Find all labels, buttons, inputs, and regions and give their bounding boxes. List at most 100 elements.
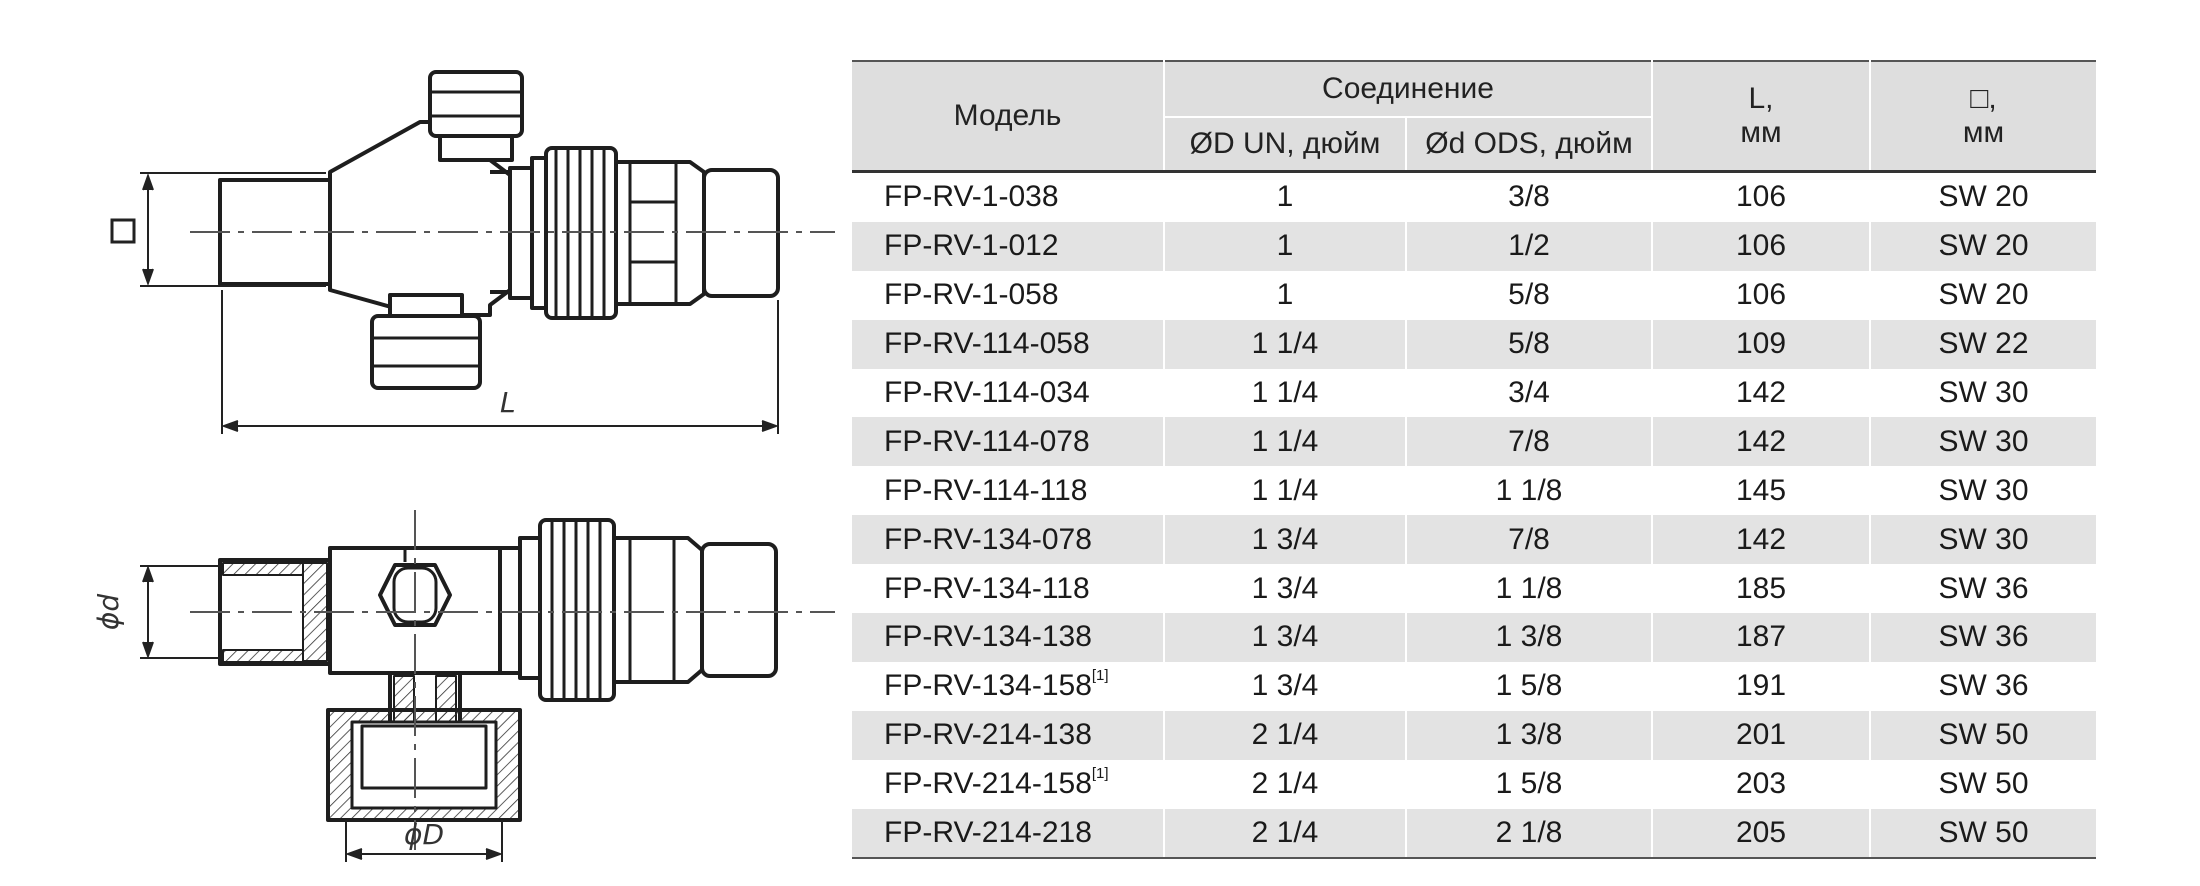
header-ods: Ød ODS, дюйм — [1406, 116, 1653, 173]
cell-un: 1 1/4 — [1164, 466, 1407, 516]
cell-un: 1 1/4 — [1164, 368, 1407, 418]
cell-model: FP-RV-114-118 — [852, 466, 1165, 516]
cell-ods: 1 3/8 — [1406, 613, 1653, 662]
cell-length: 201 — [1652, 710, 1871, 760]
cell-ods: 1 1/8 — [1406, 466, 1653, 516]
cell-size: SW 30 — [1870, 417, 2096, 467]
cell-length: 145 — [1652, 466, 1871, 516]
cell-size: SW 30 — [1870, 515, 2096, 565]
cell-length: 191 — [1652, 661, 1871, 711]
cell-model: FP-RV-134-078 — [852, 515, 1165, 565]
header-model: Модель — [852, 60, 1165, 173]
cell-un: 1 3/4 — [1164, 564, 1407, 614]
cell-model: FP-RV-214-158[1] — [852, 759, 1165, 809]
cell-model: FP-RV-134-118 — [852, 564, 1165, 614]
cell-ods: 7/8 — [1406, 515, 1653, 565]
cell-ods: 7/8 — [1406, 417, 1653, 467]
cell-ods: 1 5/8 — [1406, 661, 1653, 711]
technical-drawing: L — [92, 70, 835, 862]
cell-model: FP-RV-114-034 — [852, 368, 1165, 418]
cell-size: SW 20 — [1938, 278, 2029, 312]
cell-model: FP-RV-214-218 — [852, 808, 1165, 860]
header-length: L,мм — [1652, 60, 1871, 173]
cell-un: 1 3/4 — [1164, 613, 1407, 662]
cell-length: 205 — [1652, 808, 1871, 860]
cell-ods: 1 1/8 — [1406, 564, 1653, 614]
cell-model: FP-RV-134-158[1] — [852, 661, 1165, 711]
cell-size: SW 50 — [1870, 710, 2096, 760]
header-un: ØD UN, дюйм — [1164, 116, 1407, 173]
top-nut-upper — [428, 70, 524, 138]
cell-ods: 3/8 — [1406, 171, 1653, 222]
cell-length: 109 — [1652, 319, 1871, 369]
cell-length: 142 — [1652, 417, 1871, 467]
cell-size: SW 22 — [1870, 319, 2096, 369]
cell-model: FP-RV-214-138 — [852, 710, 1165, 760]
cell-un: 2 1/4 — [1164, 808, 1407, 860]
top-nut-lower — [370, 314, 482, 390]
cell-un: 1 3/4 — [1164, 661, 1407, 711]
cell-ods: 5/8 — [1406, 270, 1653, 320]
cell-model: FP-RV-134-138 — [852, 613, 1165, 662]
cell-size: SW 50 — [1870, 808, 2096, 860]
section-hex-body — [612, 536, 704, 684]
footnote-marker: [1] — [1091, 765, 1109, 783]
spec-table: Модель Соединение L,мм □,мм ØD UN, дюйм … — [852, 60, 2096, 860]
cell-ods: 2 1/8 — [1406, 808, 1653, 860]
cell-length: 142 — [1652, 368, 1871, 418]
cell-un: 1 — [1164, 270, 1407, 320]
cell-size: SW 20 — [1938, 180, 2029, 214]
cell-size: SW 36 — [1938, 669, 2029, 703]
cell-un: 1 1/4 — [1164, 319, 1407, 369]
cell-size: SW 30 — [1938, 473, 2029, 507]
cell-length: 106 — [1652, 171, 1871, 222]
cell-size: SW 36 — [1870, 613, 2096, 662]
header-connection: Соединение — [1164, 60, 1653, 117]
section-right-fitting — [700, 542, 778, 678]
cell-ods: 5/8 — [1406, 319, 1653, 369]
cell-un: 1 — [1164, 171, 1407, 222]
cell-un: 1 — [1164, 221, 1407, 271]
cell-length: 185 — [1652, 564, 1871, 614]
dim-label-phi-d: ϕd — [92, 594, 125, 630]
cell-size: SW 50 — [1938, 767, 2029, 801]
cell-length: 187 — [1652, 613, 1871, 662]
cell-model: FP-RV-114-058 — [852, 319, 1165, 369]
dim-label-phi-D: ϕD — [404, 818, 444, 851]
cell-un: 1 3/4 — [1164, 515, 1407, 565]
cell-length: 142 — [1652, 515, 1871, 565]
cell-size: SW 30 — [1938, 376, 2029, 409]
cell-model: FP-RV-1-038 — [852, 171, 1165, 222]
cell-un: 2 1/4 — [1164, 710, 1407, 760]
cell-size: SW 36 — [1938, 571, 2029, 605]
dim-label-L: L — [500, 386, 516, 419]
cell-un: 1 1/4 — [1164, 417, 1407, 467]
header-size: □,мм — [1870, 60, 2096, 173]
cell-size: SW 20 — [1870, 221, 2096, 271]
cell-length: 203 — [1652, 759, 1871, 809]
cell-length: 106 — [1652, 221, 1871, 271]
cell-model: FP-RV-114-078 — [852, 417, 1165, 467]
cell-ods: 1 3/8 — [1406, 710, 1653, 760]
cell-model: FP-RV-1-012 — [852, 221, 1165, 271]
cell-model: FP-RV-1-058 — [852, 270, 1165, 320]
cell-un: 2 1/4 — [1164, 759, 1407, 809]
footnote-marker: [1] — [1091, 667, 1109, 685]
cell-ods: 1 5/8 — [1406, 759, 1653, 809]
cell-ods: 3/4 — [1406, 368, 1653, 418]
cell-length: 106 — [1652, 270, 1871, 320]
